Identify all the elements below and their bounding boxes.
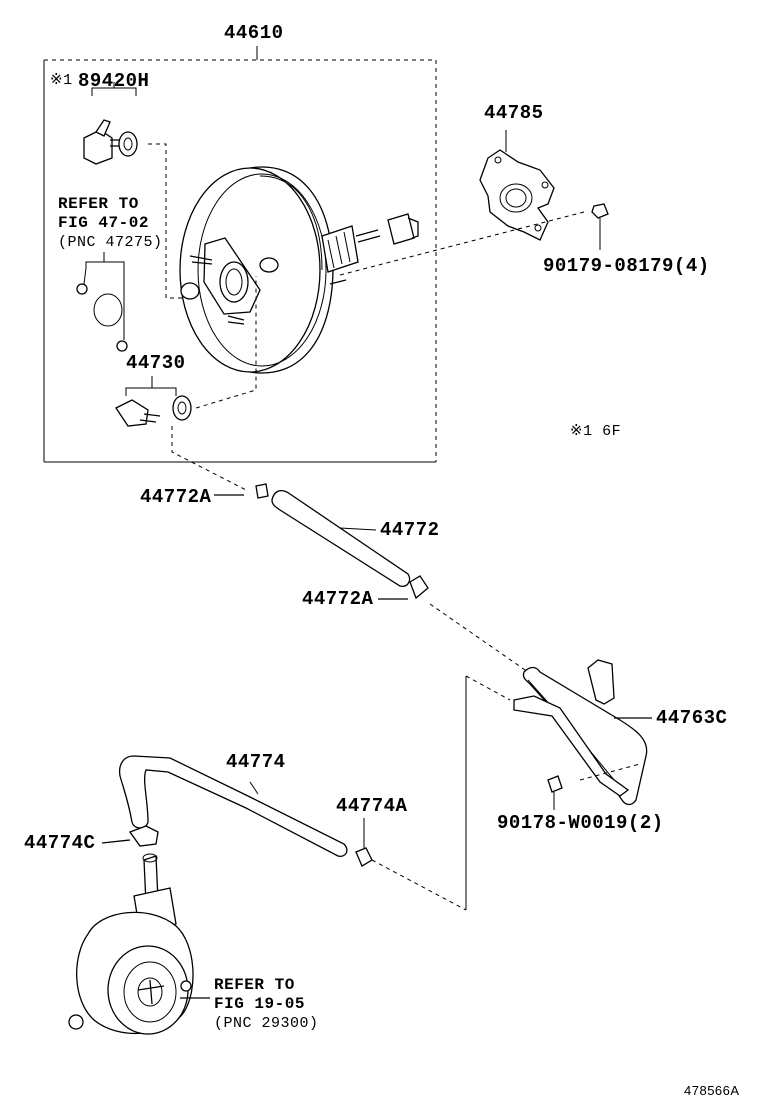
part-number-44774a[interactable]: 44774A: [336, 795, 408, 817]
brake-booster: [179, 166, 419, 374]
hose-44772: [214, 483, 529, 673]
part-number-44772[interactable]: 44772: [380, 519, 440, 541]
refer-47-02-parts: [76, 252, 128, 352]
part-number-90178[interactable]: 90178-W0019(2): [497, 812, 664, 834]
check-valve: [115, 276, 257, 491]
refer-fig-19-05[interactable]: FIG 19-05: [214, 995, 305, 1013]
refer-pnc-47275: (PNC 47275): [58, 234, 163, 251]
refer-to-label-2: REFER TO: [214, 976, 295, 994]
refer-pnc-29300: (PNC 29300): [214, 1015, 319, 1032]
part-number-44772a-bottom[interactable]: 44772A: [302, 588, 374, 610]
part-number-44730[interactable]: 44730: [126, 352, 186, 374]
refer-fig-47-02[interactable]: FIG 47-02: [58, 214, 149, 232]
vacuum-pump: [68, 853, 210, 1035]
assembly-frame: [43, 46, 437, 463]
part-number-89420h[interactable]: 89420H: [78, 70, 150, 92]
part-number-44772a-top[interactable]: 44772A: [140, 486, 212, 508]
part-number-44774[interactable]: 44774: [226, 751, 286, 773]
note-mark: ※1: [50, 72, 73, 89]
part-number-44763c[interactable]: 44763C: [656, 707, 728, 729]
vacuum-sensor: [83, 82, 184, 299]
part-number-44610[interactable]: 44610: [224, 22, 284, 44]
part-number-44774c[interactable]: 44774C: [24, 832, 96, 854]
gasket: [339, 130, 609, 276]
refer-to-label-1: REFER TO: [58, 195, 139, 213]
part-number-90179[interactable]: 90179-08179(4): [543, 255, 710, 277]
hose-44774: [101, 755, 467, 911]
part-number-44785[interactable]: 44785: [484, 102, 544, 124]
vacuum-pipe: [465, 659, 652, 910]
note-6f: ※1 6F: [570, 423, 622, 440]
illustration-code: 478566A: [684, 1083, 740, 1098]
